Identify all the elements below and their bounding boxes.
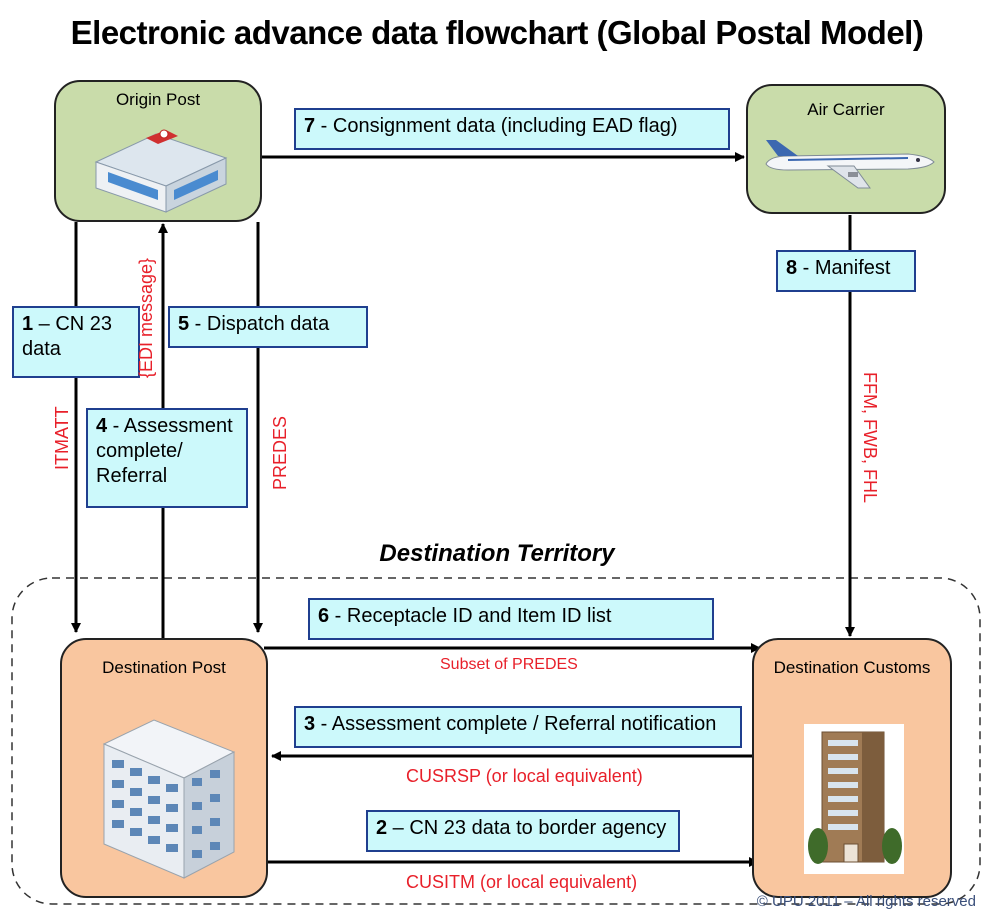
origin-post-node: Origin Post [54, 80, 262, 222]
copyright-notice: © UPU 2011 – All rights reserved [756, 893, 976, 910]
step-8-text: - Manifest [797, 257, 891, 279]
step-6-label: 6 - Receptacle ID and Item ID list [308, 598, 714, 640]
step-6-text: - Receptacle ID and Item ID list [329, 605, 612, 627]
step-4-number: 4 [96, 415, 108, 437]
cusitm-label: CUSITM (or local equivalent) [406, 872, 638, 892]
step-3-number: 3 [304, 713, 316, 735]
step-7-text: - Consignment data (including EAD flag) [315, 115, 678, 137]
destination-customs-node: Destination Customs [752, 638, 952, 898]
step-2-label: 2 – CN 23 data to border agency [366, 810, 680, 852]
step-7-label: 7 - Consignment data (including EAD flag… [294, 108, 730, 150]
step-8-label: 8 - Manifest [776, 250, 916, 292]
step-8-number: 8 [786, 257, 798, 279]
step-6-number: 6 [318, 605, 330, 627]
step-3-label: 3 - Assessment complete / Referral notif… [294, 706, 742, 748]
diagram-title: Electronic advance data flowchart (Globa… [70, 14, 924, 51]
subset-predes-label: Subset of PREDES [440, 656, 578, 673]
step-2-number: 2 [376, 817, 388, 839]
edi-message-label: {EDI message} [136, 257, 156, 378]
destination-customs-label: Destination Customs [773, 658, 931, 677]
step-4-label: 4 - Assessment complete/ Referral [86, 408, 248, 508]
step-5-label: 5 - Dispatch data [168, 306, 368, 348]
air-carrier-node: Air Carrier [746, 84, 946, 214]
destination-post-node: Destination Post [60, 638, 268, 898]
post-office-icon [94, 129, 228, 213]
origin-post-label: Origin Post [115, 90, 201, 109]
customs-building-icon [804, 724, 904, 874]
step-1-number: 1 [22, 313, 34, 335]
step-1-label: 1 – CN 23 data [12, 306, 140, 378]
cusrsp-label: CUSRSP (or local equivalent) [406, 766, 643, 786]
office-building-icon [102, 719, 236, 879]
step-5-text: - Dispatch data [189, 313, 330, 335]
ffm-fwb-fhl-label: FFM, FWB, FHL [860, 372, 880, 503]
destination-post-label: Destination Post [102, 658, 226, 677]
step-5-number: 5 [178, 313, 190, 335]
air-carrier-label: Air Carrier [807, 100, 885, 119]
step-4-text: - Assessment complete/ Referral [96, 415, 233, 487]
step-7-number: 7 [304, 115, 316, 137]
step-3-text: - Assessment complete / Referral notific… [315, 713, 717, 735]
step-2-text: – CN 23 data to border agency [387, 817, 667, 839]
step-1-text: – CN 23 data [22, 313, 113, 360]
predes-label: PREDES [270, 415, 290, 490]
destination-territory-label: Destination Territory [379, 540, 615, 567]
itmatt-label: ITMATT [52, 406, 72, 470]
airplane-icon [765, 140, 935, 189]
